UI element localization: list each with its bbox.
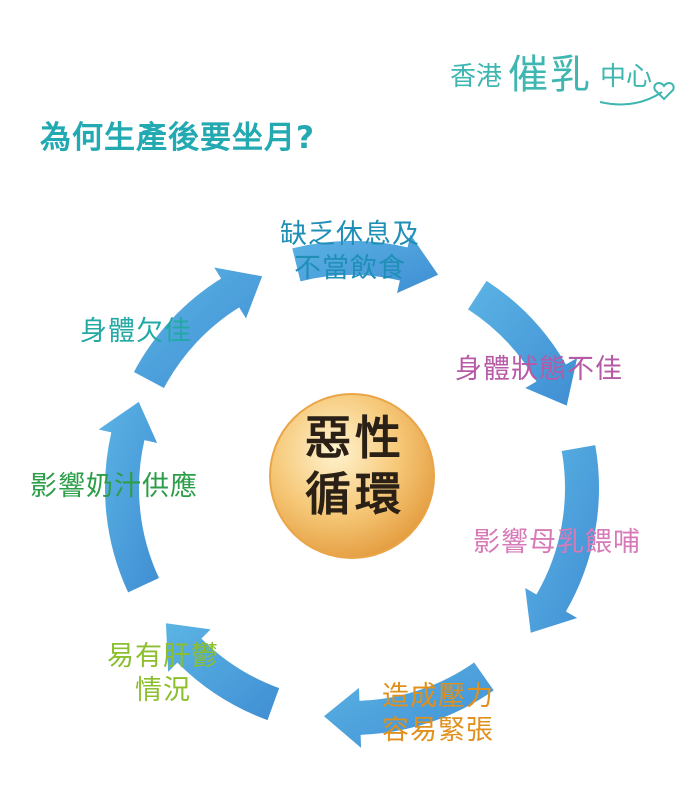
step-liver-stagnation-line1: 易有肝鬱 (107, 641, 219, 672)
center-label: 惡性 循環 (280, 410, 430, 522)
step-stress: 造成壓力 容易緊張 (382, 680, 494, 748)
cycle-arrow-6 (165, 623, 280, 721)
step-stress-line2: 容易緊張 (382, 715, 494, 746)
center-label-line2: 循環 (305, 467, 405, 521)
center-circle (269, 393, 435, 559)
step-liver-stagnation: 易有肝鬱 情況 (107, 640, 219, 708)
cycle-arrow-5 (323, 662, 494, 748)
cycle-arrow-4 (525, 445, 599, 633)
step-lack-of-rest: 缺乏休息及 不當飲食 (280, 218, 420, 286)
step-affects-breastfeeding: 影響母乳餵哺 (473, 526, 641, 560)
cycle-arrow-7 (98, 401, 159, 593)
step-liver-stagnation-line2: 情況 (135, 675, 191, 706)
step-stress-line1: 造成壓力 (382, 681, 494, 712)
step-affects-breastfeeding-line1: 影響母乳餵哺 (473, 527, 641, 558)
logo-text-centre: 中心 (600, 62, 653, 92)
step-poor-health: 身體欠佳 (80, 315, 192, 349)
step-lack-of-rest-line2: 不當飲食 (294, 253, 406, 284)
logo-text-cuiru: 催乳 (508, 52, 592, 98)
step-affects-milk-supply: 影響奶汁供應 (30, 470, 198, 504)
cycle-arrow-2 (292, 234, 439, 294)
logo-swoosh-heart-icon (599, 82, 675, 106)
step-poor-health-line1: 身體欠佳 (80, 316, 192, 347)
step-affects-milk-supply-line1: 影響奶汁供應 (30, 471, 198, 502)
center-label-line1: 惡性 (305, 411, 405, 465)
cycle-arrow-1 (133, 267, 263, 389)
step-poor-body-state-line1: 身體狀態不佳 (455, 354, 623, 385)
logo-text-hongkong: 香港 (450, 62, 503, 92)
page-title: 為何生產後要坐月? (40, 120, 315, 156)
cycle-arrow-3 (468, 280, 578, 406)
step-lack-of-rest-line1: 缺乏休息及 (280, 219, 420, 250)
step-poor-body-state: 身體狀態不佳 (455, 353, 623, 387)
cycle-arrows (98, 234, 599, 748)
logo: 香港 催乳 中心 (450, 40, 690, 110)
